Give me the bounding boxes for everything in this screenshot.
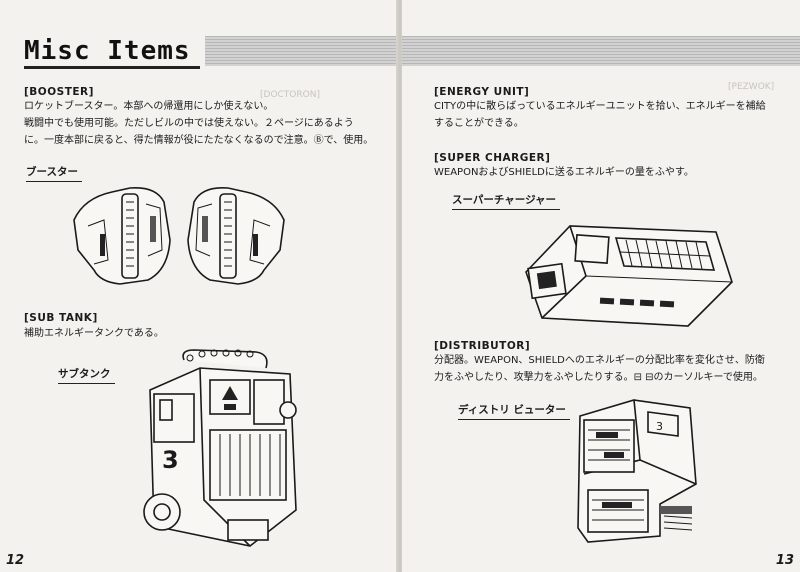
distributor-line-2: 力をふやしたり、攻撃力をふやしたりする。⊟ ⊟のカーソルキーで使用。 [434, 372, 763, 383]
sub-tank-illustration: 3 [143, 349, 297, 547]
distributor-line-1: 分配器。WEAPON、SHIELDへのエネルギーの分配比率を変化させ、防衛 [434, 355, 765, 366]
sub-tank-caption: サブタンク [58, 366, 115, 384]
page-number-left: 12 [6, 553, 25, 568]
page-title: Misc Items [24, 36, 191, 66]
booster-line-3: に。一度本部に戻ると、得た情報が役にたたなくなるので注意。Ⓑで、使用。 [24, 135, 374, 146]
booster-line-1: ロケットブースター。本部への帰還用にしか使えない。 [24, 101, 274, 112]
booster-heading: [BOOSTER] [24, 86, 94, 98]
book-gutter [396, 0, 404, 572]
super-charger-description: WEAPONおよびSHIELDに送るエネルギーの量をふやす。 [434, 167, 694, 178]
super-charger-illustration [525, 225, 733, 327]
booster-description: ロケットブースター。本部への帰還用にしか使えない。 戦闘中でも使用可能。ただしビ… [24, 98, 394, 149]
right-page: [ENERGY UNIT] CITYの中に散らばっているエネルギーユニットを拾い… [402, 0, 800, 572]
header-band [205, 36, 398, 66]
energy-unit-description: CITYの中に散らばっているエネルギーユニットを拾い、エネルギーを補給 すること… [434, 98, 794, 132]
distributor-description: 分配器。WEAPON、SHIELDへのエネルギーの分配比率を変化させ、防衛 力を… [434, 352, 796, 386]
sub-tank-heading: [SUB TANK] [24, 312, 98, 324]
sub-tank-description: 補助エネルギータンクである。 [24, 328, 164, 339]
left-page: Misc Items [BOOSTER] ロケットブースター。本部への帰還用にし… [0, 0, 398, 572]
energy-unit-line-2: することができる。 [434, 118, 524, 129]
super-charger-caption: スーパーチャージャー [452, 192, 561, 210]
bleed-through-text: [PEZWOK] [728, 82, 775, 92]
distributor-heading: [DISTRIBUTOR] [434, 340, 531, 352]
bleed-through-text: [DOCTORON] [260, 90, 320, 100]
page-number-right: 13 [775, 553, 794, 568]
energy-unit-heading: [ENERGY UNIT] [434, 86, 530, 98]
booster-illustration [73, 186, 285, 285]
header-band [402, 36, 800, 66]
distributor-illustration: 3 [577, 399, 697, 543]
energy-unit-line-1: CITYの中に散らばっているエネルギーユニットを拾い、エネルギーを補給 [434, 101, 766, 112]
distributor-caption: ディストリ ビューター [458, 402, 570, 420]
title-underline [24, 66, 200, 69]
svg-text:3: 3 [656, 420, 663, 433]
svg-text:3: 3 [162, 446, 179, 474]
super-charger-heading: [SUPER CHARGER] [434, 152, 551, 164]
booster-caption: ブースター [26, 164, 82, 182]
booster-line-2: 戦闘中でも使用可能。ただしビルの中では使えない。２ページにあるよう [24, 118, 354, 129]
